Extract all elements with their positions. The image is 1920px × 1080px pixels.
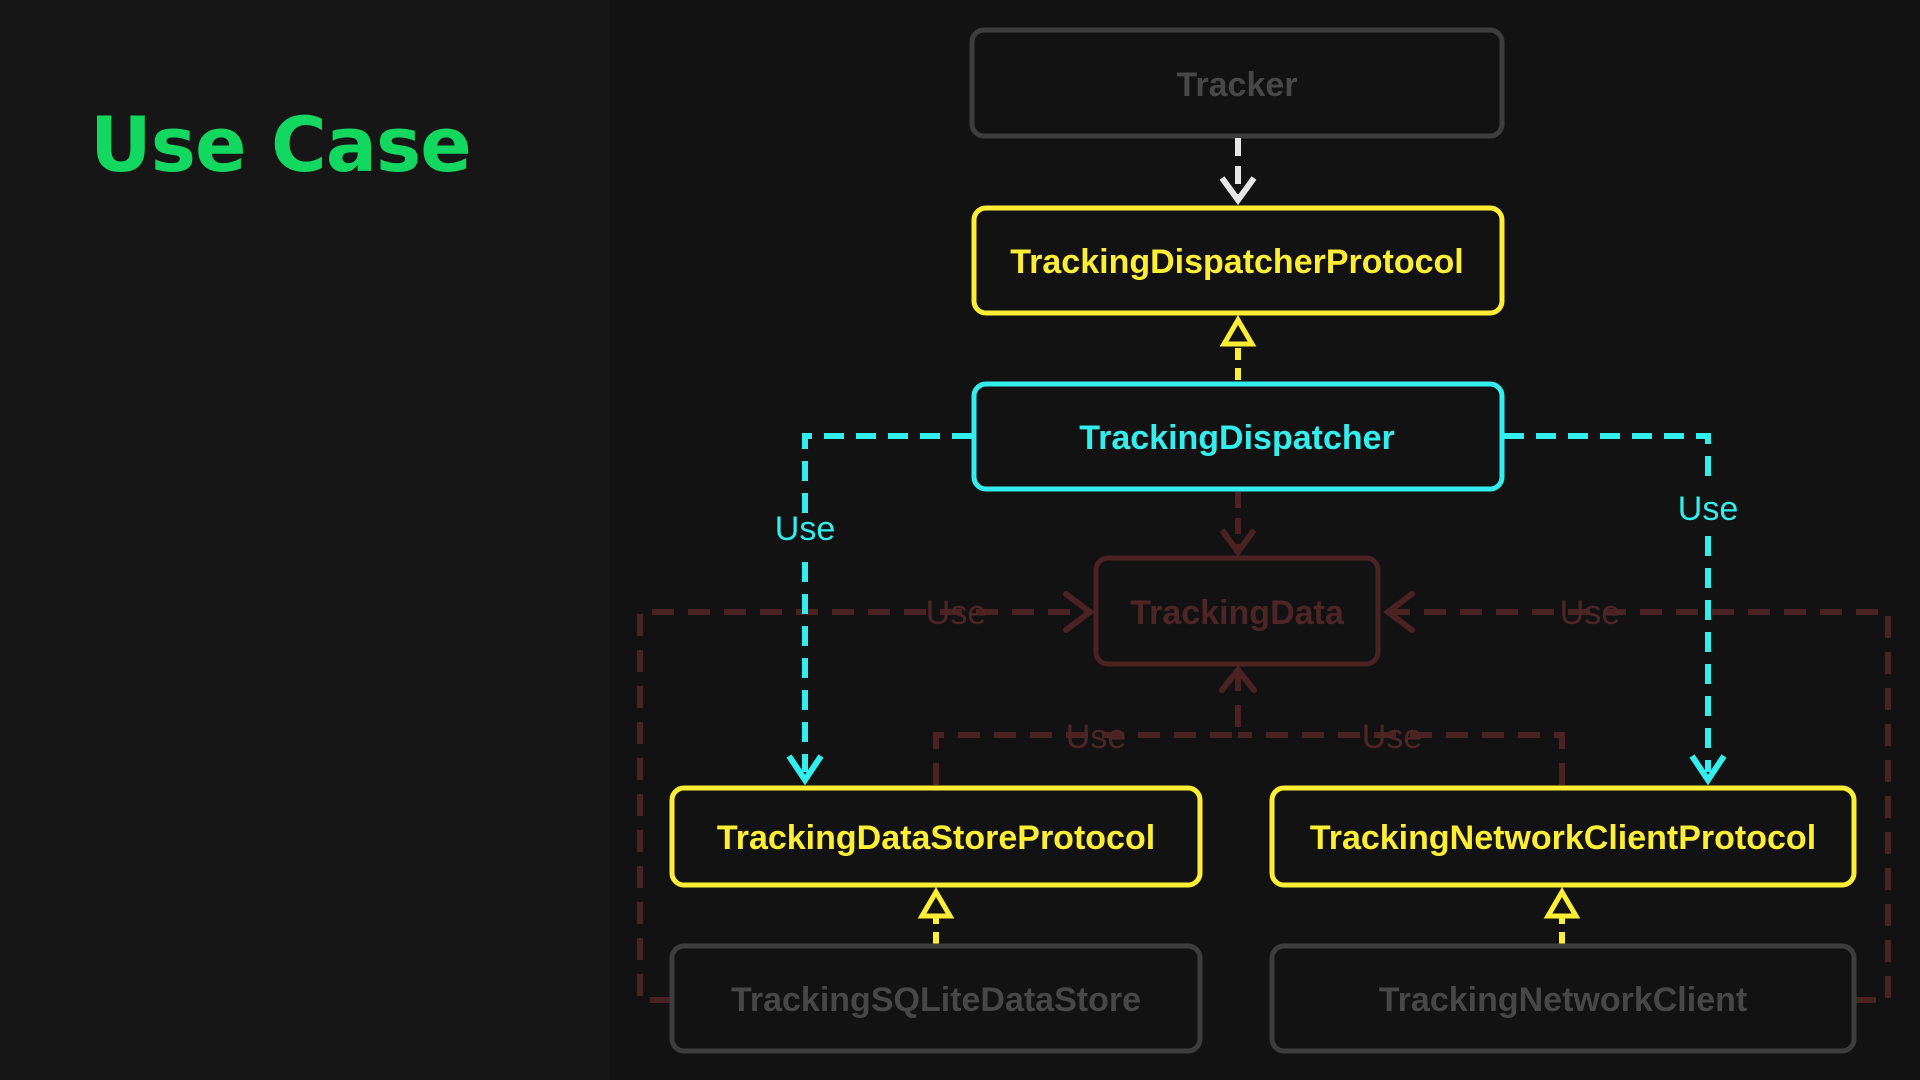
node-network-protocol-label: TrackingNetworkClientProtocol [1310,819,1816,857]
node-tracking-data [1093,555,1381,667]
arrowhead-left-to-data [1063,591,1095,633]
edge-dispatcher-to-store-protocol [802,433,972,520]
edge-label-dispatcher-to-store: Use [775,510,835,548]
triangle-sqlite-realizes-protocol [917,887,955,919]
node-network-protocol [1269,785,1857,888]
node-sqlite-store [669,943,1203,1054]
dim-use-edges [637,609,1891,1003]
edge-network-to-data [1388,609,1891,1003]
node-network-client [1269,943,1857,1054]
node-dispatcher-protocol [971,205,1505,316]
node-datastore-protocol [669,785,1203,888]
arrowhead-to-store-protocol [786,754,824,786]
node-dispatcher-label: TrackingDispatcher [1079,419,1395,457]
node-sqlite-store-label: TrackingSQLiteDataStore [731,981,1141,1019]
arrowhead-tracker-to-dispatcher-protocol [1219,176,1257,206]
node-dispatcher [971,381,1505,492]
arrowhead-dispatcher-to-data [1219,528,1257,558]
node-tracking-data-label: TrackingData [1130,594,1345,632]
arrowhead-to-network-protocol [1689,754,1727,786]
node-datastore-protocol-label: TrackingDataStoreProtocol [717,819,1155,857]
edge-label-sqlite-to-data: Use [926,594,986,632]
node-tracker [969,27,1505,139]
edge-sqlite-to-data [637,609,1090,1003]
triangle-dispatcher-realizes-protocol [1219,315,1257,347]
edge-store-protocol-to-data [933,672,1241,785]
arrowhead-up-to-data [1219,665,1257,693]
cyan-use-edges [802,433,1711,772]
triangle-network-client-realizes-protocol [1543,887,1581,919]
edge-label-dispatcher-to-network: Use [1678,490,1738,528]
edge-label-store-protocol-to-data: Use [1066,718,1126,756]
node-network-client-label: TrackingNetworkClient [1379,981,1747,1019]
dim-arrowheads [1063,591,1415,693]
edge-dispatcher-to-network-protocol [1504,433,1711,488]
edge-network-protocol-to-data [1238,732,1565,785]
node-dispatcher-protocol-label: TrackingDispatcherProtocol [1010,243,1463,281]
edge-label-network-to-data: Use [1560,594,1620,632]
diagram-panel [610,0,1920,1080]
arrowhead-right-to-data [1383,591,1415,633]
edge-label-network-protocol-to-data: Use [1362,718,1422,756]
node-tracker-label: Tracker [1177,66,1298,104]
left-panel: Use Case [0,0,610,1080]
slide-title: Use Case [90,100,472,189]
